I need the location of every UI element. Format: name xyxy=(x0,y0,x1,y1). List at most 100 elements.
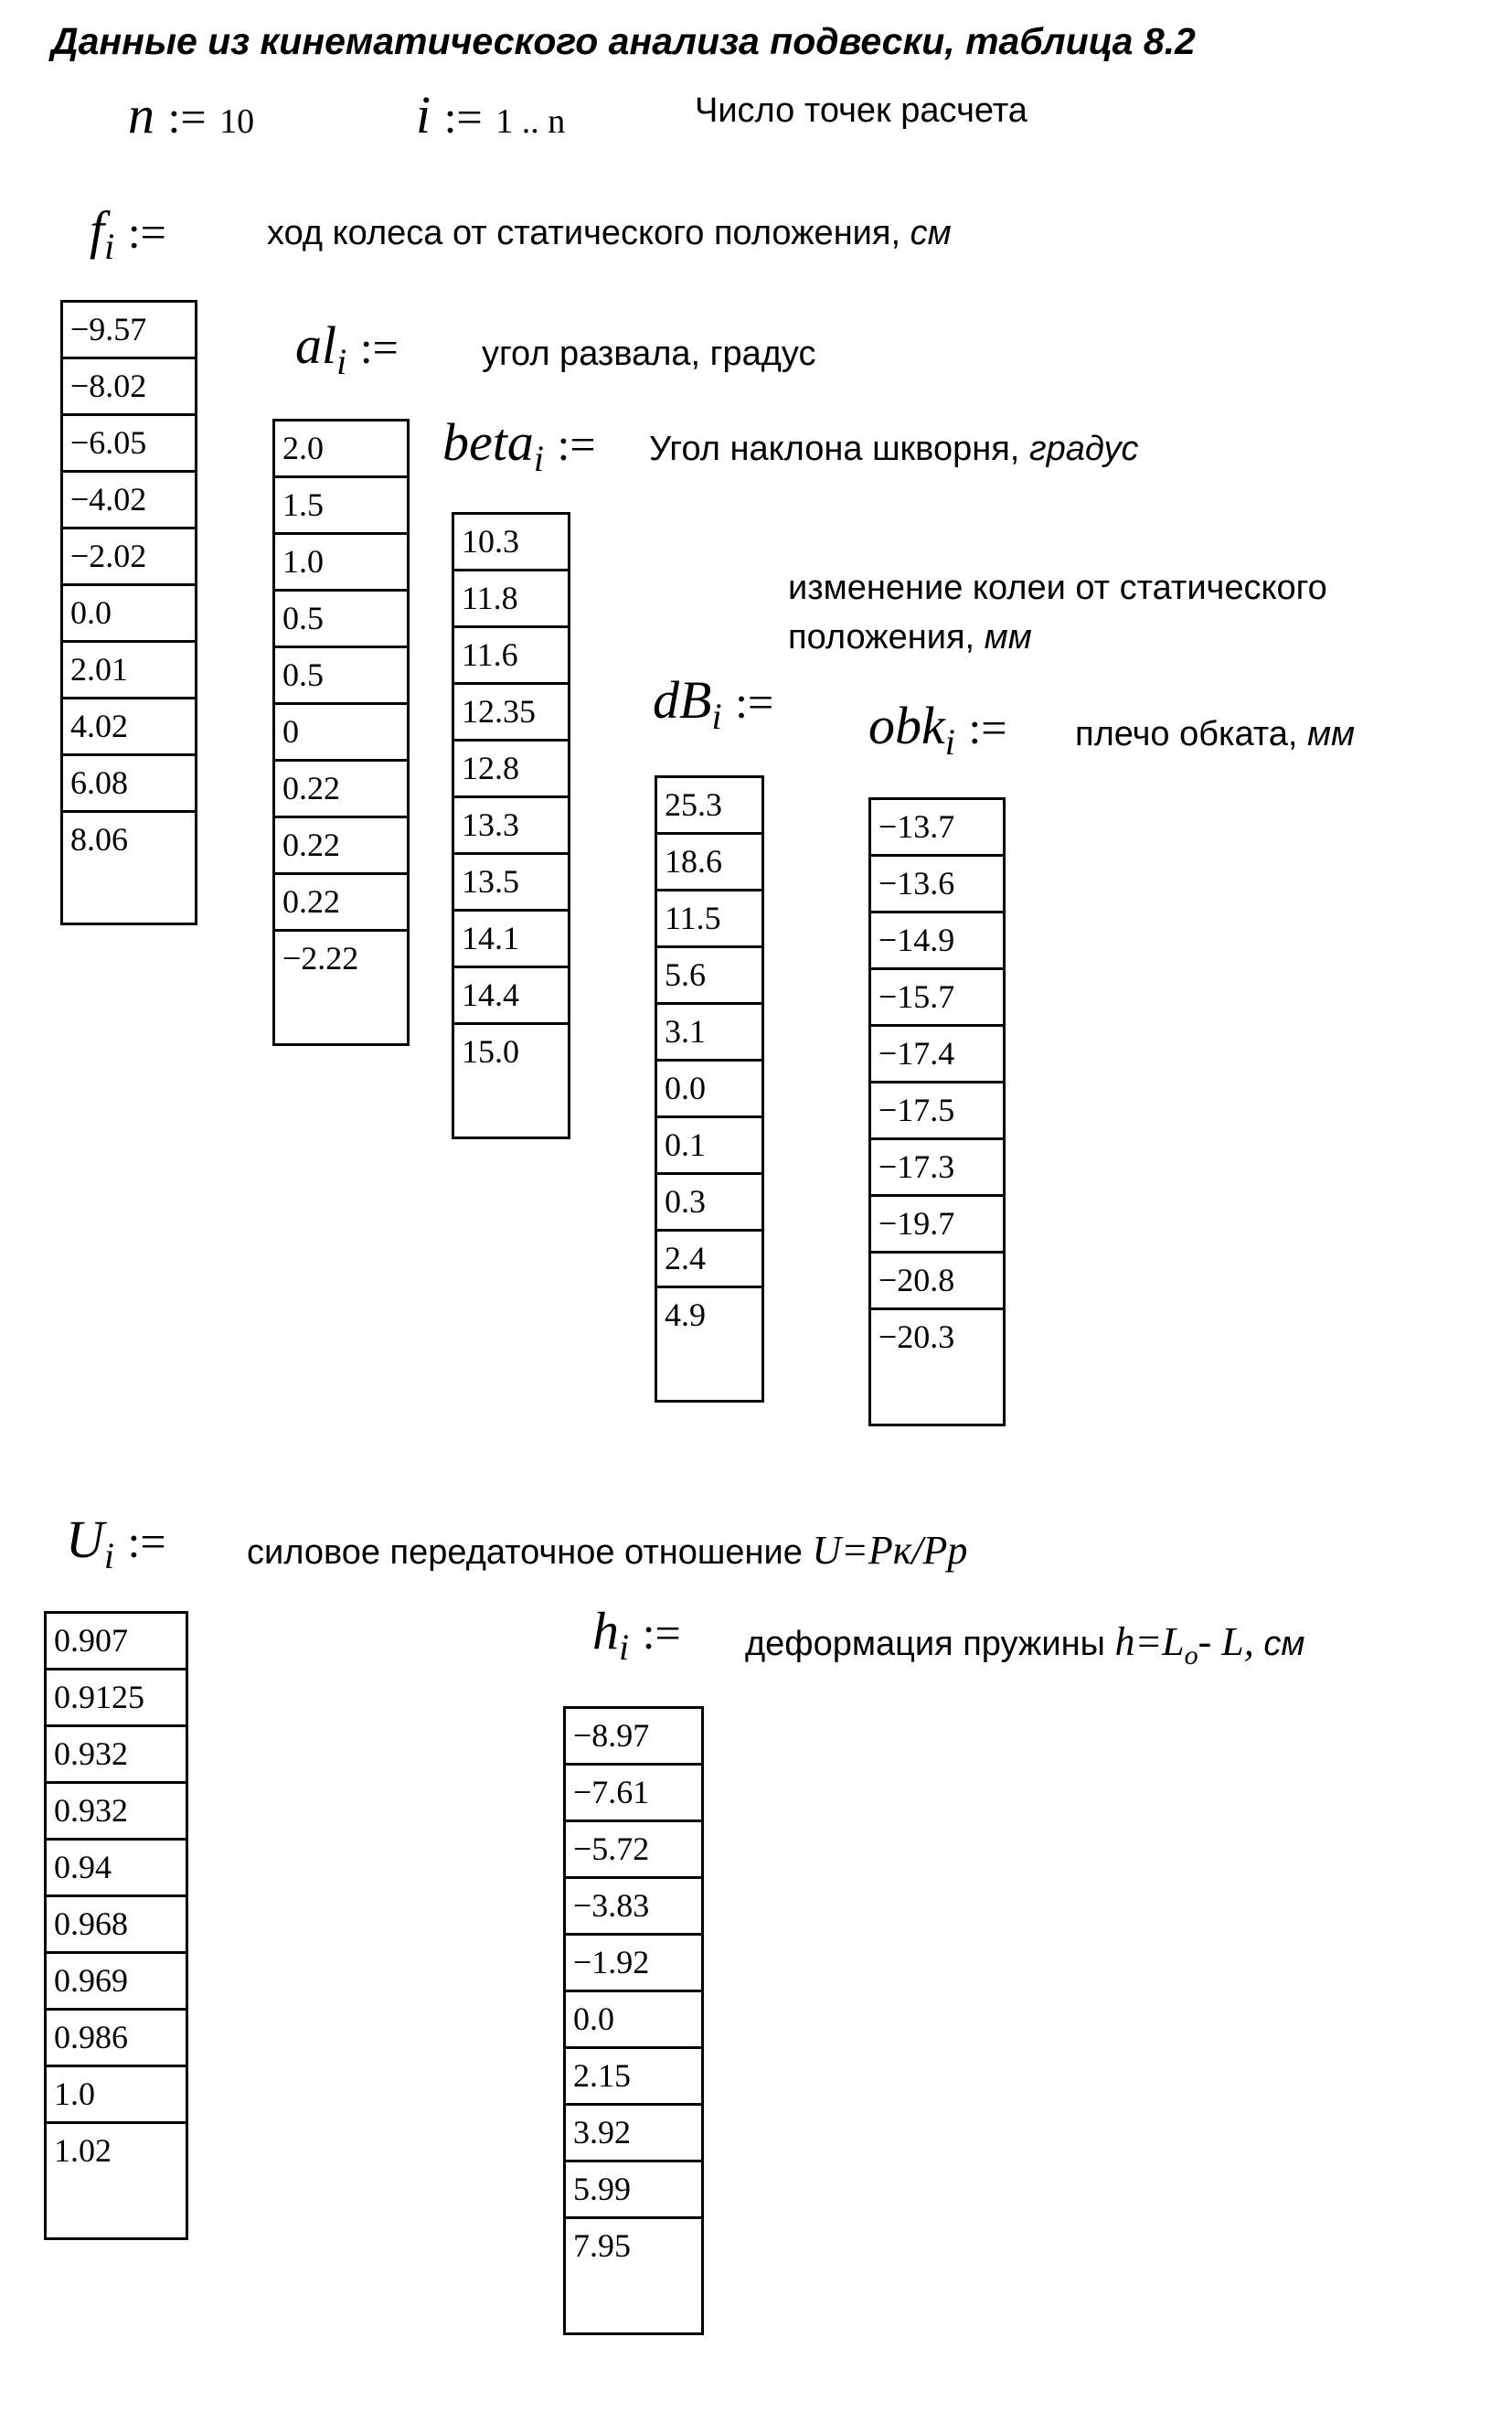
vector-cell: 0.3 xyxy=(657,1175,761,1232)
h-definition: hi := xyxy=(592,1600,681,1666)
vector-cell: 3.92 xyxy=(566,2106,701,2162)
vector-cell: −8.97 xyxy=(566,1709,701,1766)
vector-cell: 15.0 xyxy=(462,1033,519,1070)
vector-cell: 0.907 xyxy=(47,1614,186,1670)
i-description: Число точек расчета xyxy=(695,91,1028,130)
h-formula: h=Lo- L, xyxy=(1114,1619,1254,1670)
i-range: 1 .. n xyxy=(495,102,566,141)
h-sub: i xyxy=(619,1627,630,1668)
vector-cell: 2.15 xyxy=(566,2049,701,2106)
U-description: силовое передаточное отношение U=Pк/Pp xyxy=(247,1527,967,1574)
beta-definition: betai := xyxy=(442,411,596,477)
dB-desc-text: положения, xyxy=(788,618,975,656)
vector-cell: −3.83 xyxy=(566,1879,701,1936)
vector-cell: −14.9 xyxy=(871,913,1003,970)
vector-cell: 1.5 xyxy=(275,478,407,535)
h-formula-rest: - L, xyxy=(1198,1619,1254,1664)
vector-cell: −20.8 xyxy=(871,1254,1003,1310)
h-formula-sub: o xyxy=(1184,1639,1198,1670)
vector-cell: −13.6 xyxy=(871,857,1003,913)
beta-var: beta xyxy=(442,412,534,472)
vector-cell: 11.8 xyxy=(454,571,568,628)
n-value: 10 xyxy=(219,102,255,141)
dB-description-line1: изменение колеи от статического xyxy=(788,569,1327,607)
vector-cell: −2.22 xyxy=(282,940,359,977)
vector-cell: −20.3 xyxy=(878,1318,955,1355)
f-description: ход колеса от статического положения, см xyxy=(267,214,952,253)
U-op: := xyxy=(127,1516,166,1567)
vector-cell: 0.22 xyxy=(275,762,407,818)
vector-cell: −4.02 xyxy=(63,473,195,529)
beta-description: Угол наклона шкворня, градус xyxy=(649,430,1138,469)
dB-definition: dBi := xyxy=(653,669,774,735)
vector-cell: −17.3 xyxy=(871,1140,1003,1197)
dB-sub: i xyxy=(711,696,722,737)
vector-cell: 7.95 xyxy=(573,2227,631,2264)
vector-cell: 4.02 xyxy=(63,699,195,756)
dB-op: := xyxy=(735,677,774,728)
vector-cell: 0.0 xyxy=(657,1062,761,1118)
vector-cell: −19.7 xyxy=(871,1197,1003,1254)
vector-cell: 8.06 xyxy=(70,821,128,858)
al-sub: i xyxy=(336,341,347,382)
beta-sub: i xyxy=(533,438,544,479)
n-op: := xyxy=(167,91,207,143)
U-formula: U=Pк/Pp xyxy=(812,1528,968,1573)
vector-cell: 1.0 xyxy=(47,2067,186,2124)
vector-cell: 1.0 xyxy=(275,535,407,592)
vector-cell: 0 xyxy=(275,705,407,762)
vector-cell: 14.4 xyxy=(454,968,568,1025)
i-op: := xyxy=(443,91,483,143)
vector-cell: 0.5 xyxy=(275,648,407,705)
vector-cell: 4.9 xyxy=(665,1297,706,1333)
beta-unit: градус xyxy=(1028,430,1139,468)
vector-cell: 11.5 xyxy=(657,891,761,948)
h-var: h xyxy=(592,1601,619,1660)
vector-cell: −17.5 xyxy=(871,1083,1003,1140)
vector-cell: 5.6 xyxy=(657,948,761,1005)
vector-cell: −7.61 xyxy=(566,1766,701,1822)
vector-cell: 6.08 xyxy=(63,756,195,813)
vector-cell: 0.968 xyxy=(47,1897,186,1954)
i-var: i xyxy=(416,85,431,144)
vector-cell: 3.1 xyxy=(657,1005,761,1062)
f-op: := xyxy=(127,207,166,258)
U-sub: i xyxy=(103,1535,115,1576)
vector-cell: 0.94 xyxy=(47,1841,186,1897)
h-unit: см xyxy=(1263,1625,1305,1663)
vector-cell: 0.969 xyxy=(47,1954,186,2011)
h-formula-main: h=L xyxy=(1114,1619,1185,1664)
vector-cell: −6.05 xyxy=(63,416,195,473)
n-definition: n := 10 xyxy=(128,84,254,145)
vector-cell: 12.8 xyxy=(454,742,568,798)
obk-vector: −13.7−13.6−14.9−15.7−17.4−17.5−17.3−19.7… xyxy=(868,797,1006,1426)
vector-cell: 1.02 xyxy=(54,2132,112,2169)
vector-cell: 0.5 xyxy=(275,592,407,648)
vector-cell: 13.3 xyxy=(454,798,568,855)
vector-cell: 0.22 xyxy=(275,875,407,932)
al-var: al xyxy=(295,315,337,375)
vector-cell: 0.0 xyxy=(63,586,195,643)
vector-cell: 0.932 xyxy=(47,1784,186,1841)
vector-cell: 0.932 xyxy=(47,1727,186,1784)
n-var: n xyxy=(128,85,154,144)
vector-cell: 10.3 xyxy=(454,515,568,571)
dB-unit: мм xyxy=(984,618,1032,656)
vector-cell: 0.986 xyxy=(47,2011,186,2067)
beta-op: := xyxy=(557,419,596,470)
vector-cell: −15.7 xyxy=(871,970,1003,1027)
U-var: U xyxy=(66,1510,104,1569)
beta-desc-text: Угол наклона шкворня, xyxy=(649,430,1020,468)
al-definition: ali := xyxy=(295,315,399,380)
obk-var: obk xyxy=(868,696,945,755)
vector-cell: −17.4 xyxy=(871,1027,1003,1083)
vector-cell: 12.35 xyxy=(454,685,568,742)
vector-cell: 0.1 xyxy=(657,1118,761,1175)
vector-cell: 13.5 xyxy=(454,855,568,912)
vector-cell: 5.99 xyxy=(566,2162,701,2219)
vector-cell: 0.22 xyxy=(275,818,407,875)
